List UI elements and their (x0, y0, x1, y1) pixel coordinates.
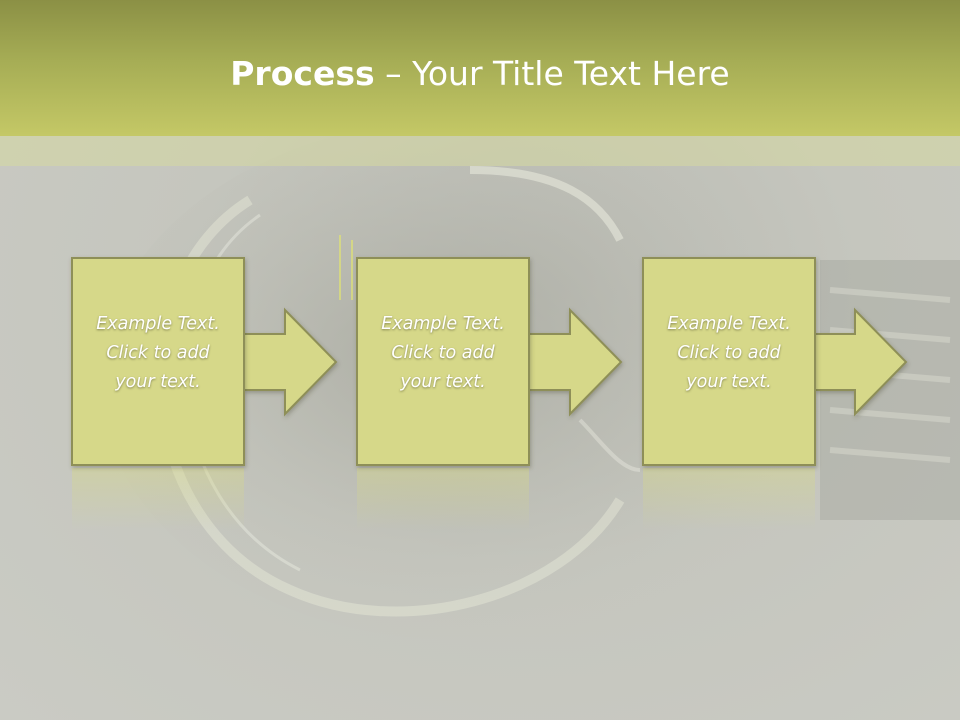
step-2-reflection (357, 468, 529, 530)
arrow-right-icon-2 (528, 307, 623, 417)
step-3-line-3: your text. (686, 372, 772, 392)
step-1-line-3: your text. (115, 372, 201, 392)
step-2-text[interactable]: Example Text. Click to add your text. (357, 310, 529, 397)
step-2-line-2: Click to add (391, 343, 495, 363)
step-1-reflection (72, 468, 244, 530)
step-3-line-2: Click to add (677, 343, 781, 363)
step-2-line-1: Example Text. (381, 314, 505, 334)
step-2-box[interactable] (356, 257, 530, 466)
step-1-text[interactable]: Example Text. Click to add your text. (72, 310, 244, 397)
step-1-box[interactable] (71, 257, 245, 466)
step-3-line-1: Example Text. (667, 314, 791, 334)
title-sub-band (0, 136, 960, 166)
page-title[interactable]: Process – Your Title Text Here (0, 52, 960, 96)
step-1-line-2: Click to add (106, 343, 210, 363)
step-3-box[interactable] (642, 257, 816, 466)
step-3-reflection (643, 468, 815, 530)
step-1-line-1: Example Text. (96, 314, 220, 334)
step-2-line-3: your text. (400, 372, 486, 392)
title-rest-text: – Your Title Text Here (374, 54, 730, 93)
title-band (0, 0, 960, 136)
title-bold-text: Process (230, 54, 375, 93)
arrow-right-icon-1 (243, 307, 338, 417)
step-3-text[interactable]: Example Text. Click to add your text. (643, 310, 815, 397)
arrow-right-icon-3 (814, 307, 908, 417)
